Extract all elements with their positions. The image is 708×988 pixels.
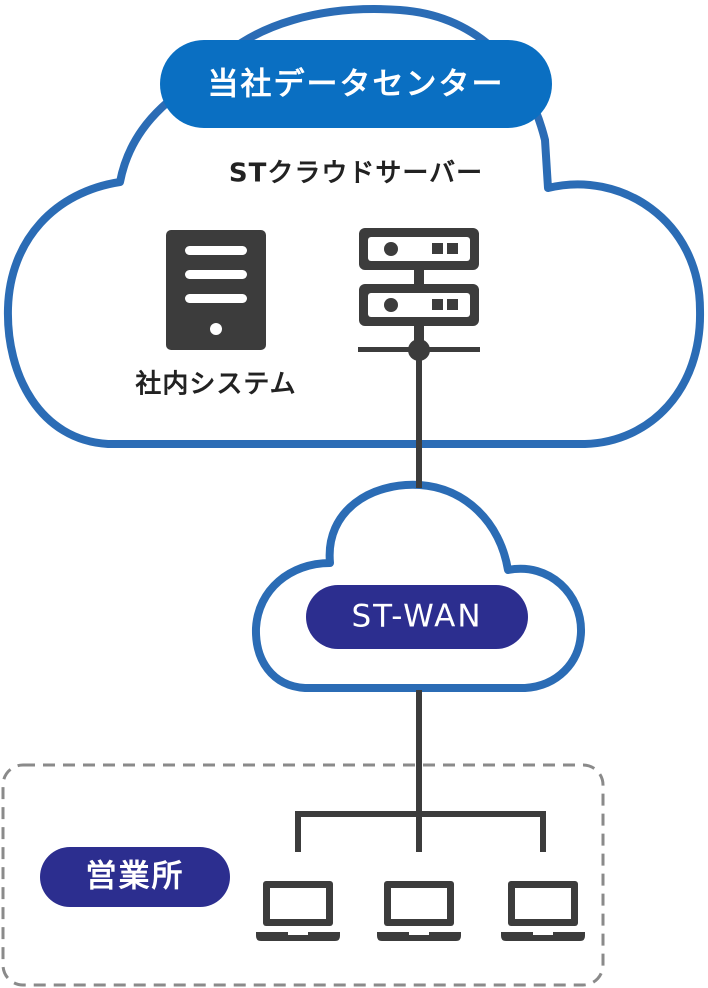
wan-label: ST-WAN (351, 599, 482, 635)
wan-pill: ST-WAN (306, 585, 528, 649)
tower-server-icon (166, 230, 266, 350)
cloud-server-label: STクラウドサーバー (229, 159, 483, 189)
connection-lines (295, 350, 546, 852)
branch-office-label: 営業所 (86, 859, 185, 895)
rack-server-icon (358, 228, 480, 361)
datacenter-title-pill: 当社データセンター (160, 40, 552, 128)
datacenter-title: 当社データセンター (208, 67, 505, 103)
internal-system-label: 社内システム (135, 369, 296, 400)
laptop-icon (256, 881, 340, 941)
laptop-icon (377, 881, 461, 941)
branch-office-box (1, 763, 605, 987)
laptop-icon (501, 881, 585, 941)
branch-office-pill: 営業所 (40, 847, 230, 907)
